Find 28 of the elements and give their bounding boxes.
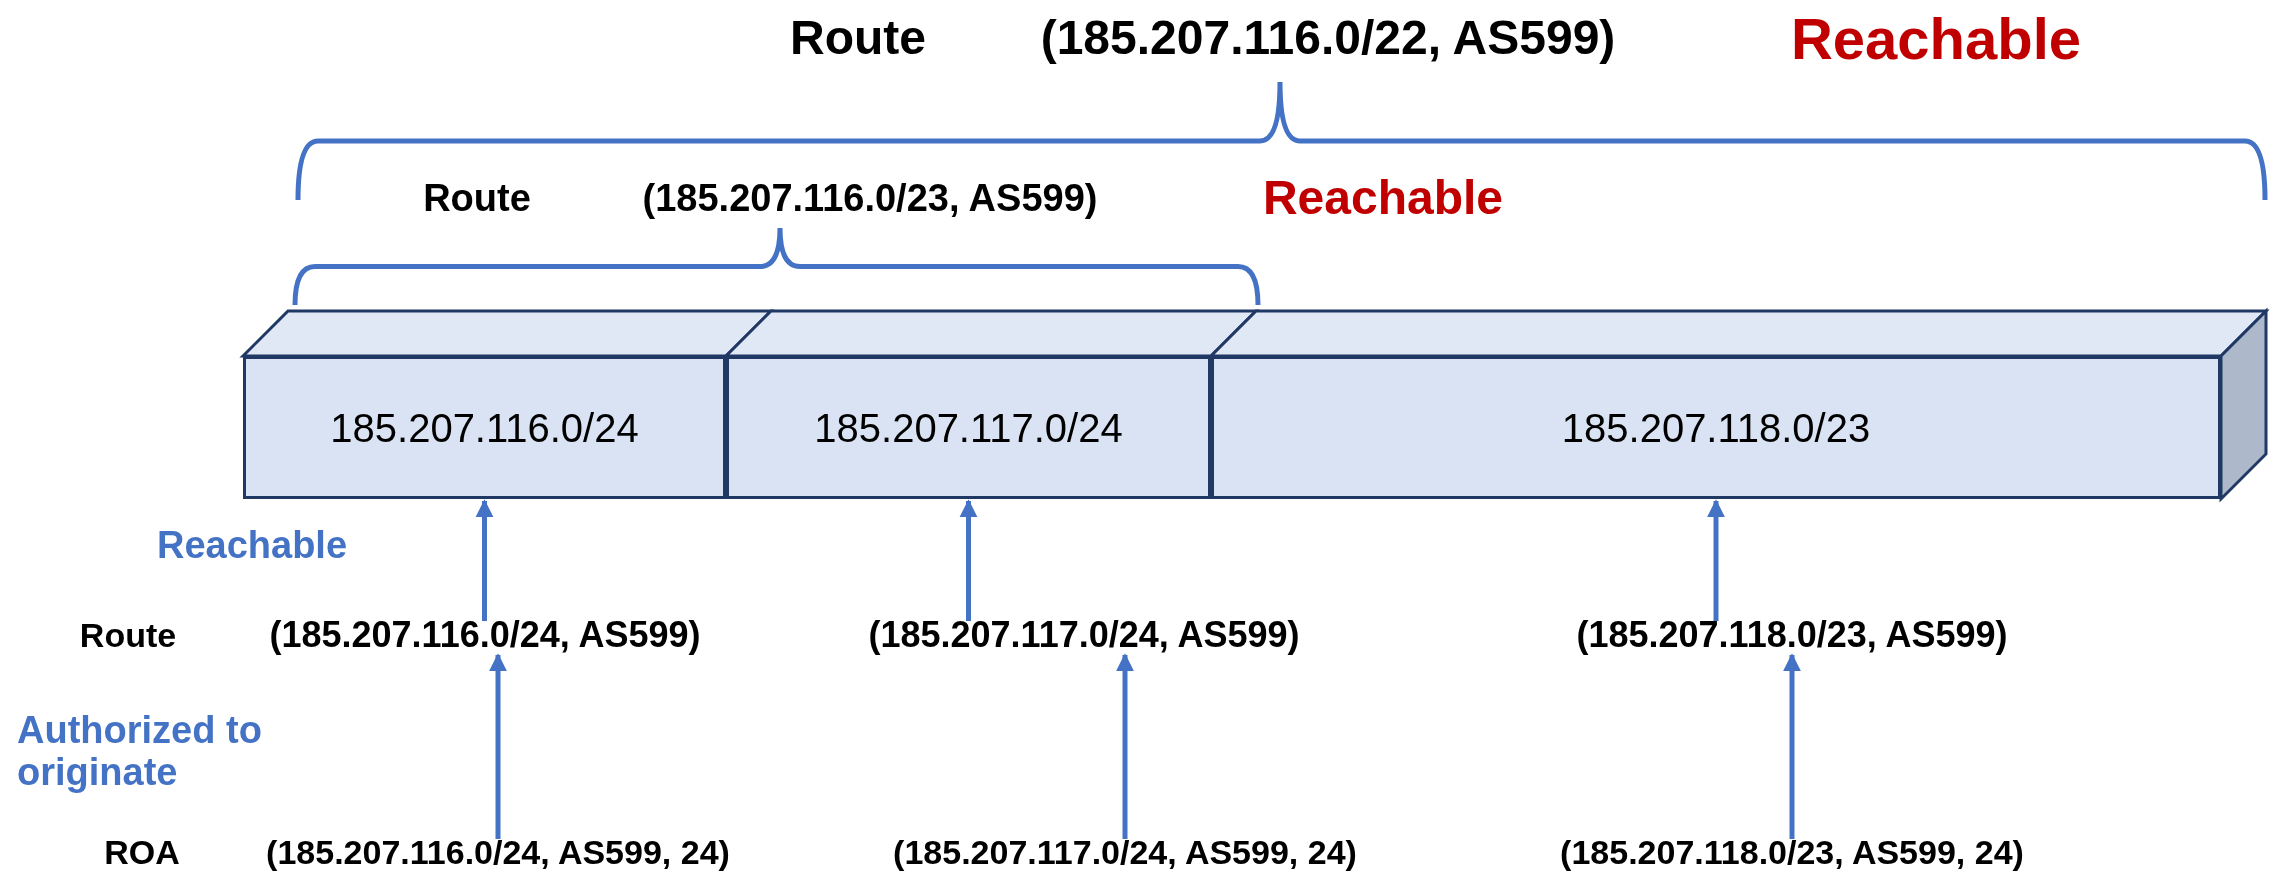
arrow (1707, 499, 1725, 621)
route-text: (185.207.118.0/23, AS599) (1576, 617, 2008, 653)
route-text: (185.207.118.0/23, AS599, 24) (1560, 835, 2024, 869)
prefix-text: 185.207.117.0/24 (814, 404, 1123, 452)
address-block (1211, 356, 2221, 499)
route-text: (185.207.116.0/24, AS599, 24) (266, 835, 730, 869)
route-text: (185.207.117.0/24, AS599) (868, 617, 1300, 653)
arrow (1116, 653, 1134, 839)
route-text: (185.207.116.0/24, AS599) (269, 617, 701, 653)
prefix-text: 185.207.116.0/24 (330, 404, 639, 452)
prefix-text: 185.207.118.0/23 (1561, 404, 1871, 452)
address-block (726, 356, 1211, 499)
arrow (1783, 653, 1801, 839)
route-label: Route (790, 10, 926, 66)
route-prefix-label: (185.207.116.0/22, AS599) (1040, 10, 1616, 66)
route-text: (185.207.117.0/24, AS599, 24) (893, 835, 1357, 869)
row-label: ROA (104, 831, 180, 873)
arrow (489, 653, 507, 839)
status-label: Reachable (156, 522, 348, 568)
address-block (243, 356, 726, 499)
arrow (959, 499, 978, 621)
row-label: Route (79, 614, 177, 656)
status-label: Reachable (1790, 4, 2082, 73)
arrow (475, 499, 494, 621)
route-prefix-label: (185.207.116.0/23, AS599) (642, 175, 1098, 221)
route-label: Route (423, 175, 531, 221)
status-label: Reachable (1262, 170, 1504, 226)
status-label: Authorized to originate (17, 710, 263, 794)
